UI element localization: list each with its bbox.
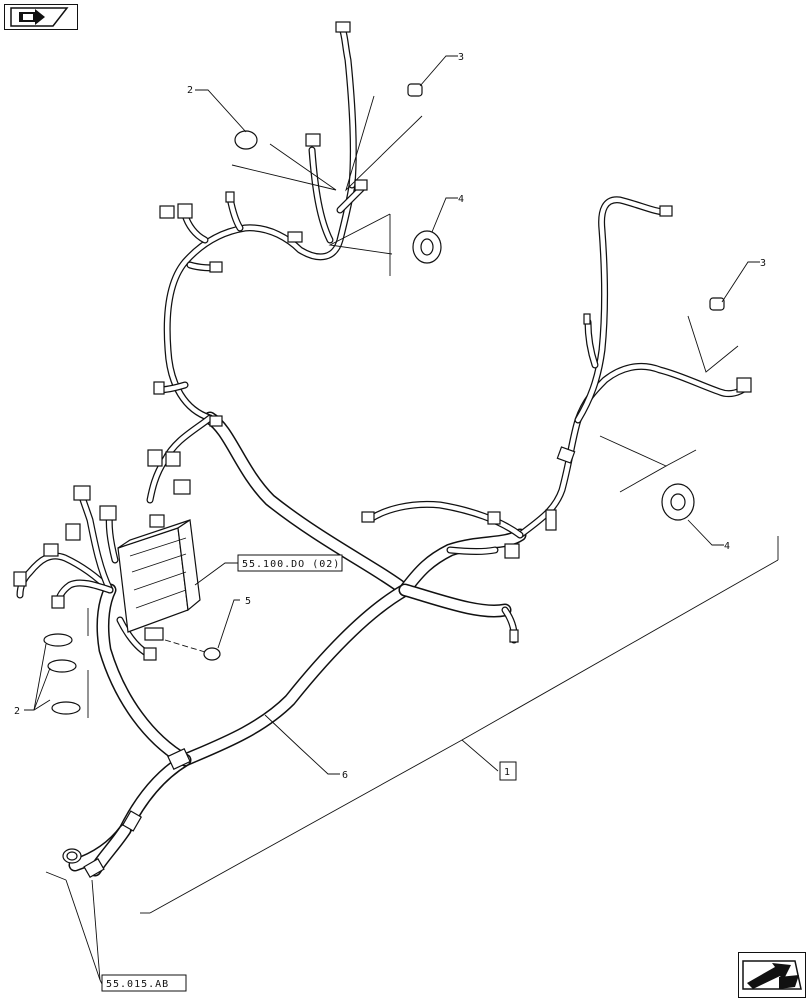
leader-lines	[24, 55, 779, 985]
cable-tie	[234, 130, 258, 150]
main-harness	[68, 411, 527, 877]
next-page-arrow-icon	[742, 960, 802, 990]
callout-3: 3	[458, 52, 464, 63]
callout-2: 2	[187, 85, 193, 96]
cable-ties	[43, 130, 258, 715]
connector	[99, 505, 117, 521]
callouts: 2 3 4 3 4 5 6 2 1	[14, 52, 766, 781]
connector-top	[335, 21, 351, 33]
upper-left-branch	[146, 24, 366, 504]
next-page-button[interactable]	[738, 952, 806, 998]
connector	[153, 381, 165, 395]
control-unit-connector	[149, 514, 165, 528]
connector	[147, 449, 163, 467]
reference-control-unit-label: 55.100.DO (02)	[242, 559, 340, 570]
connector	[165, 451, 181, 467]
callout-4: 4	[724, 541, 730, 552]
previous-page-arrow-icon	[10, 7, 69, 27]
cable-tie	[43, 633, 73, 647]
connector	[225, 191, 235, 203]
plug-ends	[62, 848, 105, 879]
reference-box-control-unit	[237, 554, 343, 572]
connector	[209, 261, 223, 273]
connector	[65, 523, 81, 541]
connector	[73, 485, 91, 501]
callout-5: 5	[245, 596, 251, 607]
connector	[159, 205, 175, 219]
connector	[173, 479, 191, 495]
previous-page-button[interactable]	[4, 4, 78, 30]
connector	[43, 543, 59, 557]
callout-6: 6	[342, 770, 348, 781]
clip	[709, 297, 725, 311]
connector	[487, 511, 501, 525]
connector	[736, 377, 752, 393]
connector	[509, 629, 519, 643]
connector	[287, 231, 303, 243]
connector	[361, 511, 375, 523]
connector	[177, 203, 193, 219]
callout-2: 2	[14, 706, 20, 717]
connector	[659, 205, 673, 217]
callout-3: 3	[760, 258, 766, 269]
callout-1: 1	[504, 767, 510, 778]
connector	[504, 543, 520, 559]
clips	[407, 83, 725, 311]
connector	[51, 595, 65, 609]
connector	[13, 571, 27, 587]
reference-labels: 55.100.DO (02) 55.015.AB	[101, 554, 343, 992]
reference-box-plug	[101, 974, 187, 992]
connector	[545, 509, 557, 531]
grommets	[412, 230, 695, 521]
reference-plug-label: 55.015.AB	[106, 979, 169, 990]
connectors	[13, 21, 752, 661]
cable-tie	[51, 701, 81, 715]
connector	[354, 179, 368, 191]
control-unit	[117, 514, 201, 633]
harness-clips	[121, 415, 576, 832]
connector	[305, 133, 321, 147]
callout-1-box	[499, 761, 517, 781]
cable-tie	[47, 659, 77, 673]
connector	[144, 627, 164, 641]
small-grommet	[164, 639, 221, 661]
right-branch	[368, 196, 749, 644]
connector	[143, 647, 157, 661]
connector	[583, 313, 591, 325]
clip	[407, 83, 423, 97]
callout-4: 4	[458, 194, 464, 205]
